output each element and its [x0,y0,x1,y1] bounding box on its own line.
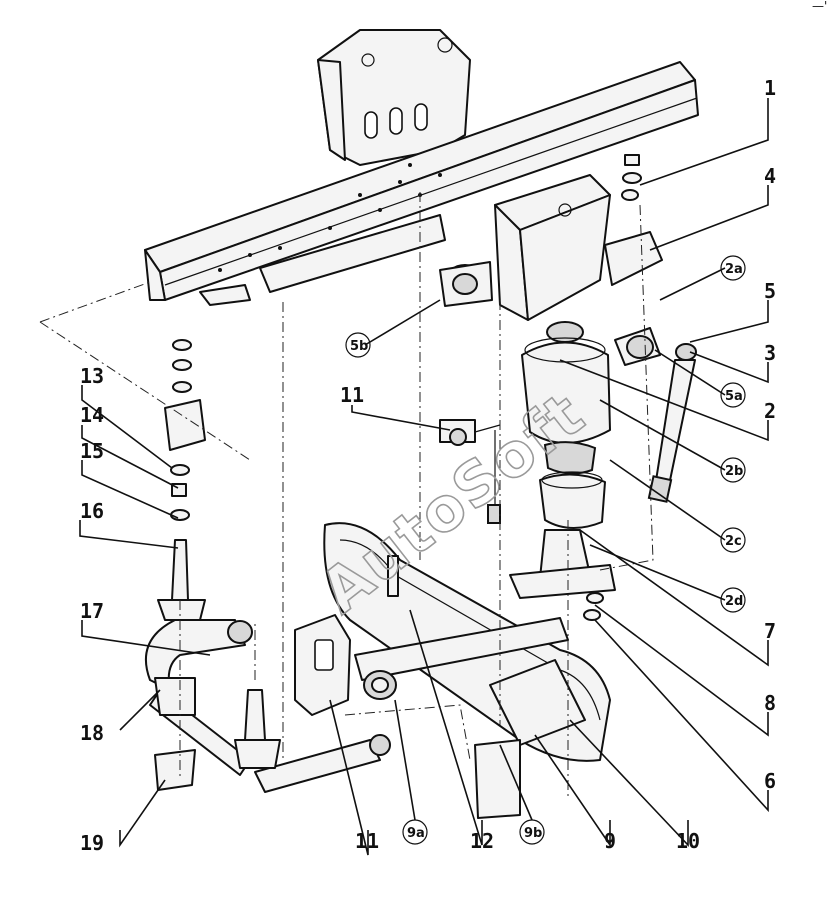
callout-13: 13 [80,364,104,388]
callout-8: 8 [764,691,776,715]
bushing-5b [439,261,493,307]
callout-16: 16 [80,499,104,523]
circle-callouts [345,255,746,845]
shock-absorber [647,343,697,503]
callout-10: 10 [676,829,700,853]
leader-lines [79,98,769,856]
callout-3: 3 [764,341,776,365]
callout-7: 7 [764,619,776,643]
callout-2d: 2d [725,594,743,609]
callout-11-lower: 11 [355,829,379,853]
callout-2a: 2a [725,262,743,277]
top-cross-member-bracket [317,29,471,166]
callout-2: 2 [764,399,776,423]
callout-17: 17 [80,599,104,623]
axle-mount-plate [489,659,586,746]
callout-15: 15 [80,439,104,463]
callout-18: 18 [80,721,104,745]
hanger-bracket [387,555,521,819]
lower-spring-seat [509,529,616,621]
callout-2b: 2b [725,464,743,479]
callout-1: 1 [764,76,776,100]
callout-2c: 2c [725,534,742,549]
callout-5a: 5a [725,389,743,404]
stabilizer-link-upper [157,339,206,621]
front-bracket [294,614,351,716]
nut-stack-1 [621,154,642,201]
callout-6: 6 [764,769,776,793]
axle-beam [354,617,569,700]
air-spring [521,321,611,529]
callout-5: 5 [764,279,776,303]
callout-labels: 1 4 2a 5 3 5a 2 2b 2c 2d 7 8 6 10 9 9b 1… [80,76,776,855]
height-valve-linkage [439,419,501,524]
callout-14: 14 [80,403,104,427]
corner-mark: —' [812,0,827,13]
callout-19: 19 [80,831,104,855]
callout-4: 4 [764,164,776,188]
callout-9b: 9b [524,826,542,841]
callout-9a: 9a [407,826,425,841]
air-spring-upper-bracket [494,174,663,321]
callout-11-upper: 11 [340,383,364,407]
construction-lines [39,192,654,800]
callout-12: 12 [470,829,494,853]
callout-9: 9 [604,829,616,853]
bushing-5a [614,327,661,366]
callout-5b: 5b [350,339,368,354]
frame-rail [144,61,699,306]
